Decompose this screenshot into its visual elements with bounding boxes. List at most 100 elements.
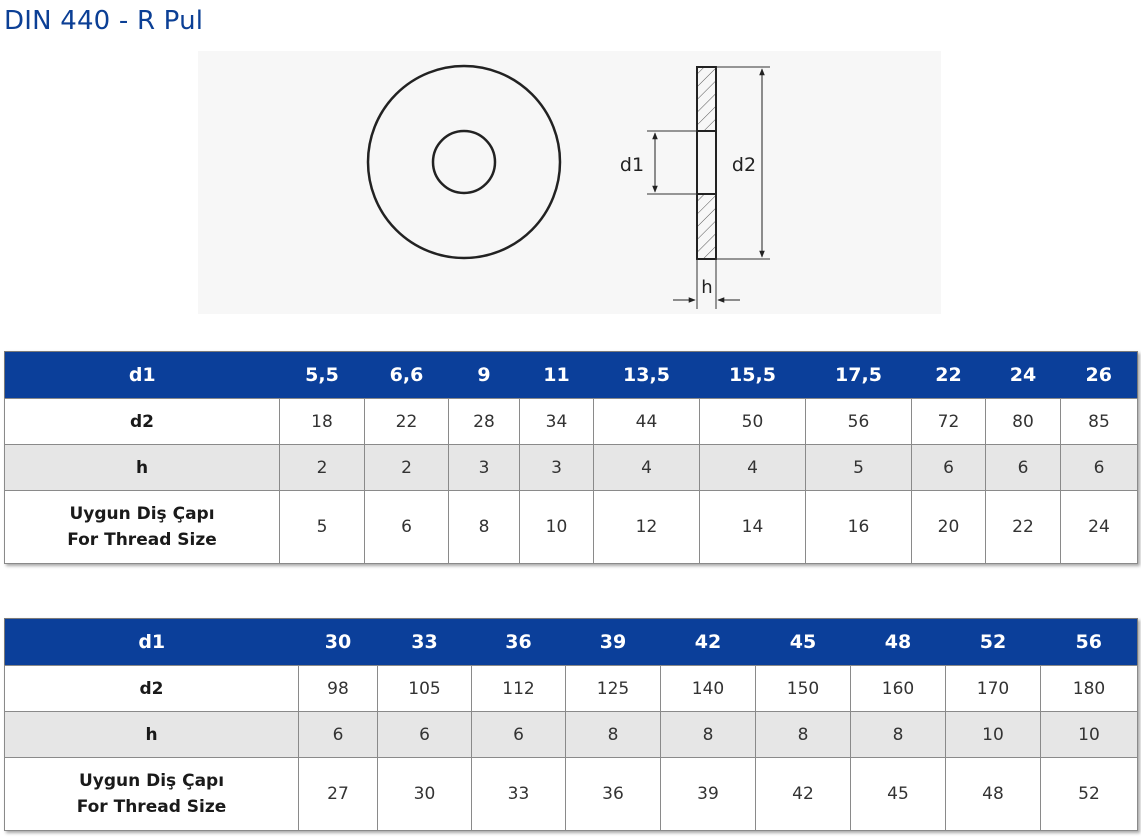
d2-cell: 160 [850, 665, 946, 712]
page-title: DIN 440 - R Pul [4, 6, 204, 36]
thread-cell: 33 [471, 757, 566, 831]
d2-cell: 56 [805, 398, 912, 445]
h-cell: 6 [471, 711, 566, 758]
h-cell: 5 [805, 444, 912, 491]
h-cell: 10 [1040, 711, 1138, 758]
d1-cell: 17,5 [805, 351, 912, 399]
d2-cell: 34 [519, 398, 594, 445]
d2-label: d2 [732, 154, 756, 176]
thread-cell: 6 [364, 490, 449, 564]
d2-cell: 180 [1040, 665, 1138, 712]
thread-cell: 42 [755, 757, 851, 831]
table-row-d2: d2 18 22 28 34 44 50 56 72 80 85 [4, 398, 1138, 445]
d1-cell: 36 [471, 618, 566, 666]
d1-cell: 56 [1040, 618, 1138, 666]
h-cell: 2 [364, 444, 449, 491]
d1-cell: 5,5 [279, 351, 365, 399]
h-cell: 8 [850, 711, 946, 758]
h-cell: 6 [1060, 444, 1138, 491]
thread-cell: 5 [279, 490, 365, 564]
thread-cell: 22 [985, 490, 1061, 564]
header-label: d1 [4, 618, 299, 666]
row-label-thread-size: Uygun Diş Çapı For Thread Size [4, 490, 280, 564]
h-cell: 10 [945, 711, 1041, 758]
d1-cell: 45 [755, 618, 851, 666]
thread-cell: 39 [660, 757, 756, 831]
d1-cell: 11 [519, 351, 594, 399]
h-label: h [701, 277, 712, 298]
d1-cell: 22 [911, 351, 986, 399]
d2-cell: 170 [945, 665, 1041, 712]
thread-label-tr: Uygun Diş Çapı [78, 771, 225, 791]
d2-cell: 72 [911, 398, 986, 445]
thread-cell: 27 [298, 757, 378, 831]
h-cell: 8 [660, 711, 756, 758]
d1-cell: 30 [298, 618, 378, 666]
h-cell: 3 [519, 444, 594, 491]
thread-cell: 36 [565, 757, 661, 831]
d1-cell: 6,6 [364, 351, 449, 399]
d2-cell: 85 [1060, 398, 1138, 445]
d2-cell: 18 [279, 398, 365, 445]
row-label-thread-size: Uygun Diş Çapı For Thread Size [4, 757, 299, 831]
d2-cell: 50 [699, 398, 806, 445]
header-row: d1 30 33 36 39 42 45 48 52 56 [4, 618, 1138, 666]
row-label-h: h [4, 711, 299, 758]
thread-cell: 16 [805, 490, 912, 564]
h-cell: 6 [985, 444, 1061, 491]
d1-cell: 15,5 [699, 351, 806, 399]
washer-section-bottom [696, 193, 717, 260]
d2-cell: 150 [755, 665, 851, 712]
thread-cell: 45 [850, 757, 946, 831]
d1-cell: 39 [565, 618, 661, 666]
table-row-thread-size: Uygun Diş Çapı For Thread Size 5 6 8 10 … [4, 490, 1138, 564]
washer-technical-drawing: d1 d2 h [198, 51, 941, 314]
d1-label: d1 [620, 154, 644, 176]
thread-cell: 10 [519, 490, 594, 564]
thread-label-tr: Uygun Diş Çapı [69, 504, 215, 524]
washer-section-top [696, 66, 717, 132]
d2-cell: 112 [471, 665, 566, 712]
d2-cell: 22 [364, 398, 449, 445]
h-cell: 6 [377, 711, 472, 758]
d2-cell: 80 [985, 398, 1061, 445]
header-row: d1 5,5 6,6 9 11 13,5 15,5 17,5 22 24 26 [4, 351, 1138, 399]
d2-cell: 44 [593, 398, 700, 445]
table-row-h: h 6 6 6 8 8 8 8 10 10 [4, 711, 1138, 758]
thread-cell: 48 [945, 757, 1041, 831]
d1-cell: 13,5 [593, 351, 700, 399]
row-label-d2: d2 [4, 398, 280, 445]
table-row-thread-size: Uygun Diş Çapı For Thread Size 27 30 33 … [4, 757, 1138, 831]
d1-cell: 33 [377, 618, 472, 666]
d2-cell: 125 [565, 665, 661, 712]
thread-cell: 14 [699, 490, 806, 564]
d2-cell: 28 [448, 398, 520, 445]
thread-cell: 20 [911, 490, 986, 564]
h-cell: 4 [699, 444, 806, 491]
thread-cell: 8 [448, 490, 520, 564]
thread-cell: 12 [593, 490, 700, 564]
row-label-h: h [4, 444, 280, 491]
d2-cell: 140 [660, 665, 756, 712]
thread-cell: 52 [1040, 757, 1138, 831]
d1-cell: 9 [448, 351, 520, 399]
thread-label-en: For Thread Size [67, 530, 217, 550]
thread-label-en: For Thread Size [76, 797, 227, 817]
h-cell: 3 [448, 444, 520, 491]
d1-cell: 52 [945, 618, 1041, 666]
table-row-h: h 2 2 3 3 4 4 5 6 6 6 [4, 444, 1138, 491]
h-cell: 6 [298, 711, 378, 758]
table-row-d2: d2 98 105 112 125 140 150 160 170 180 [4, 665, 1138, 712]
h-cell: 2 [279, 444, 365, 491]
d2-cell: 105 [377, 665, 472, 712]
h-cell: 4 [593, 444, 700, 491]
d1-cell: 48 [850, 618, 946, 666]
washer-inner-circle [431, 129, 497, 195]
d1-cell: 42 [660, 618, 756, 666]
washer-outer-circle [366, 64, 562, 260]
header-label: d1 [4, 351, 280, 399]
d1-cell: 24 [985, 351, 1061, 399]
h-cell: 8 [565, 711, 661, 758]
row-label-d2: d2 [4, 665, 299, 712]
spec-table-1: d1 5,5 6,6 9 11 13,5 15,5 17,5 22 24 26 … [4, 351, 1138, 564]
